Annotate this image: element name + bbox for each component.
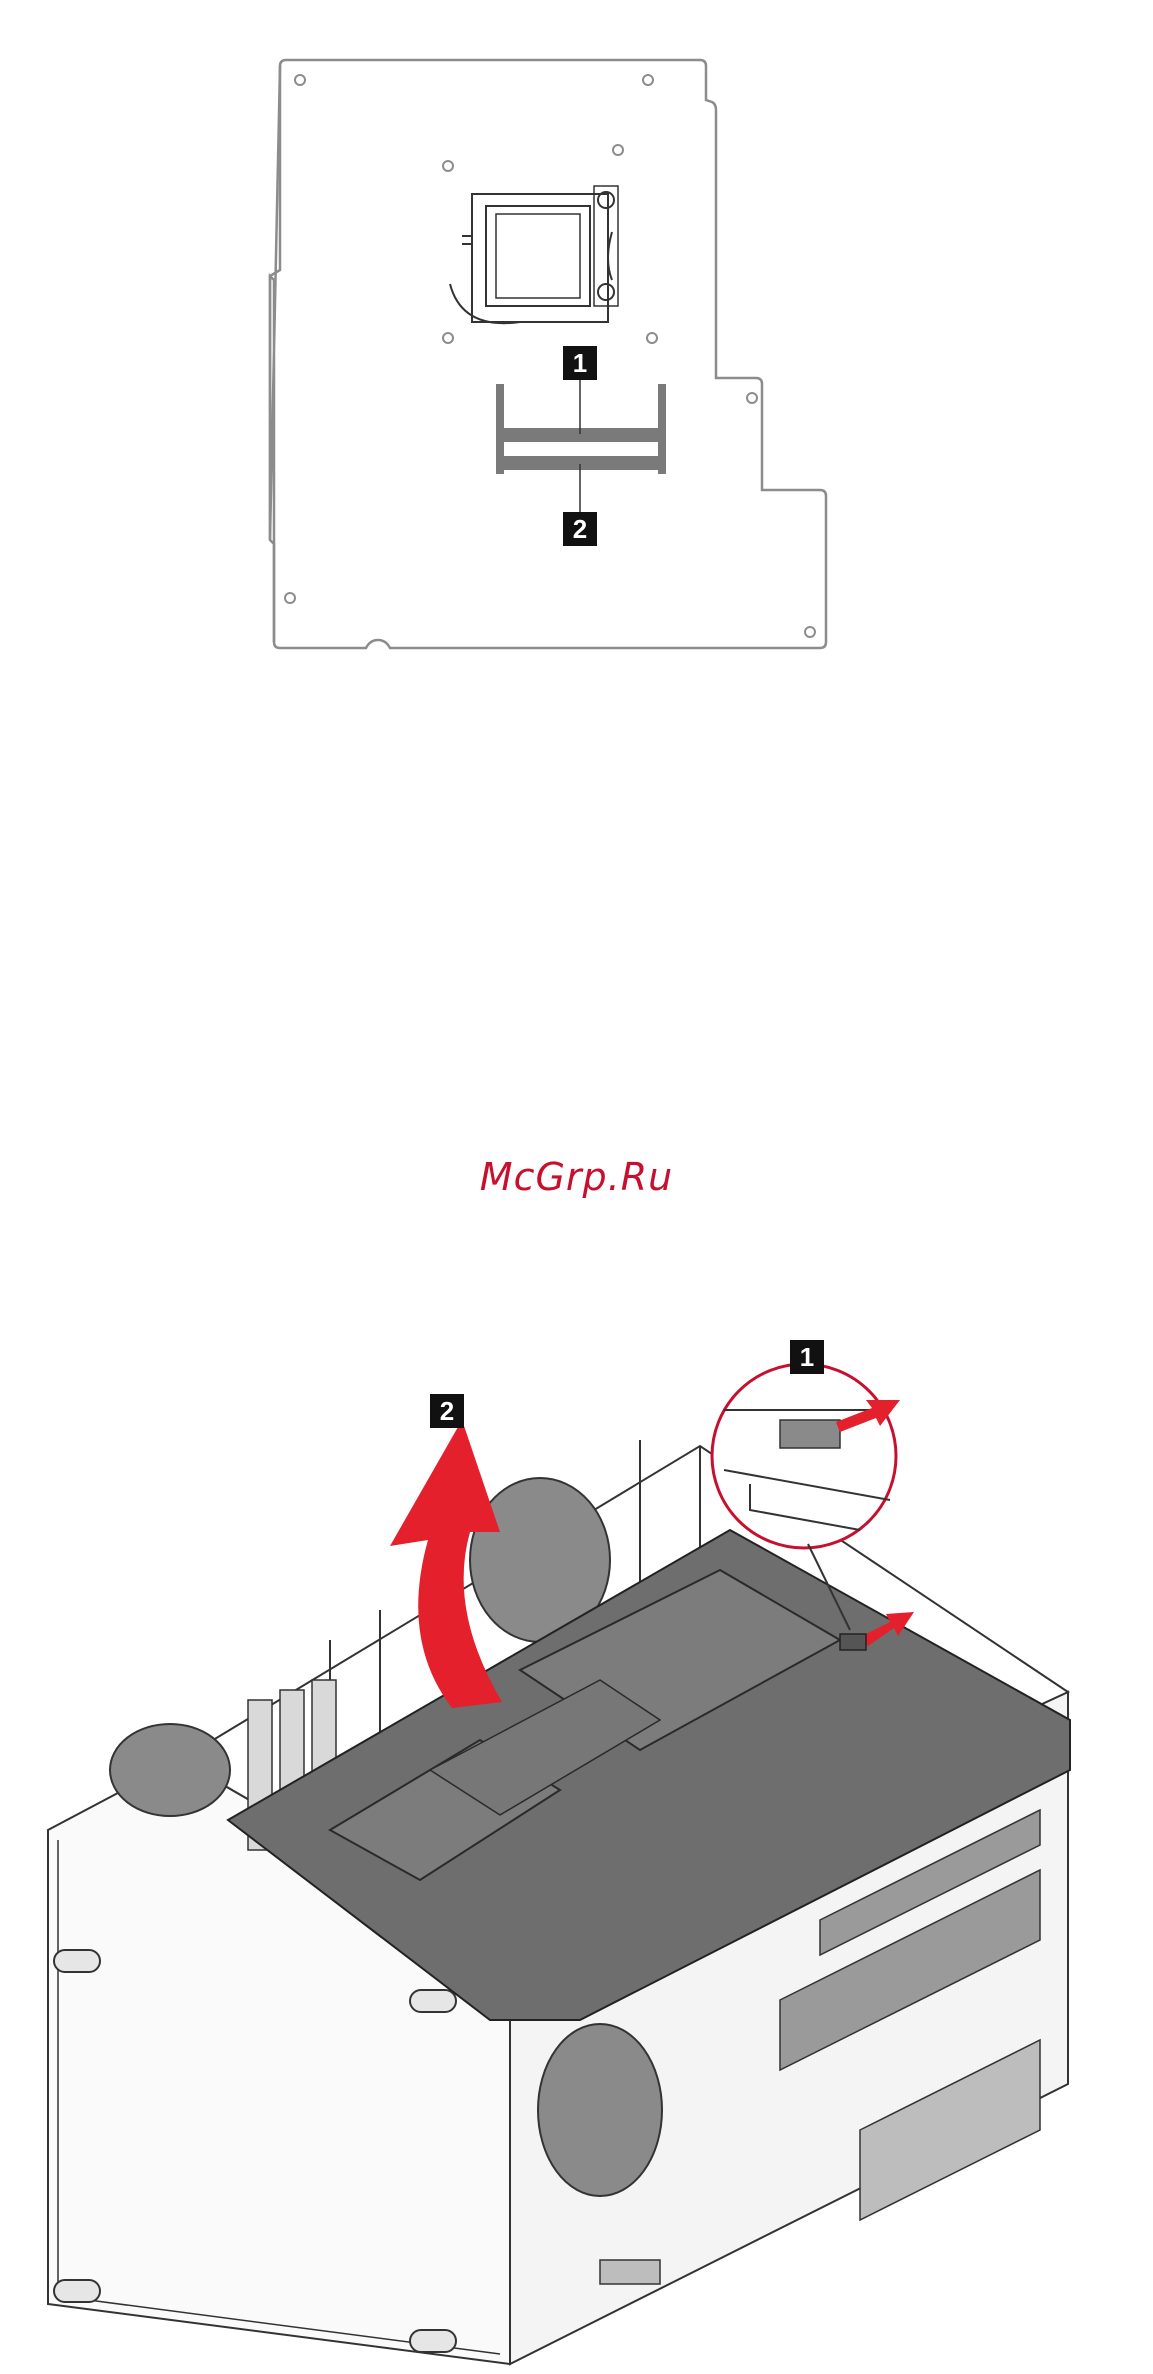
system-board-figure: 1 2 (0, 0, 1153, 700)
callout-2-label: 2 (430, 1394, 464, 1428)
memory-slots (496, 384, 666, 474)
board-outline (270, 60, 826, 648)
front-fan (538, 2024, 662, 2196)
callout-1-label: 1 (790, 1340, 824, 1374)
cpu-socket (450, 186, 618, 323)
callout-1-label: 1 (563, 346, 597, 380)
chassis-figure: 1 2 (0, 1300, 1153, 2369)
watermark-text: McGrp.Ru (0, 1155, 1153, 1199)
release-latch (840, 1634, 866, 1650)
chassis-drawing (0, 1300, 1153, 2369)
callout-2-label: 2 (563, 512, 597, 546)
